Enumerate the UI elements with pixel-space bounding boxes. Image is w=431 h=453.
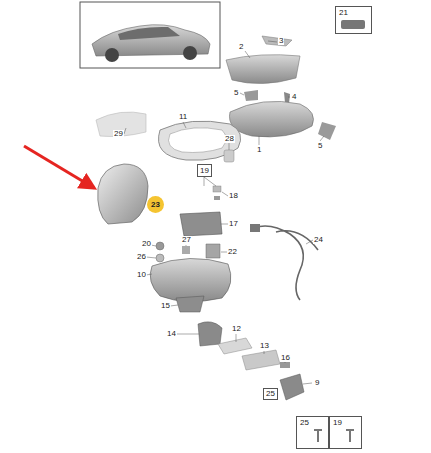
connector-plug bbox=[250, 224, 260, 232]
table-cell: 19 bbox=[329, 416, 362, 449]
washer bbox=[214, 196, 220, 200]
callout-number: 5 bbox=[317, 142, 323, 150]
small-part bbox=[182, 246, 190, 254]
small-part bbox=[156, 242, 164, 250]
bolt-icon bbox=[346, 430, 354, 442]
callout-number: 5 bbox=[233, 89, 239, 97]
car-wheel bbox=[105, 48, 119, 62]
highlight-callout: 23 bbox=[147, 196, 164, 213]
callout-number: 11 bbox=[178, 113, 188, 121]
mirror-housing bbox=[229, 101, 313, 137]
boxed-callout: 25 bbox=[263, 388, 278, 400]
triangle-cover bbox=[280, 374, 304, 400]
callout-number: 1 bbox=[256, 146, 262, 154]
mirror-base bbox=[150, 258, 231, 301]
callout-number: 23 bbox=[151, 201, 160, 209]
callout-number: 27 bbox=[181, 236, 192, 244]
callout-number: 12 bbox=[231, 325, 242, 333]
callout-number: 15 bbox=[160, 302, 171, 310]
callout-number: 24 bbox=[313, 236, 324, 244]
callout-number: 18 bbox=[228, 192, 239, 200]
callout-number: 4 bbox=[291, 93, 297, 101]
car-wheel bbox=[183, 46, 197, 60]
callout-number: 10 bbox=[136, 271, 147, 279]
callout-number: 20 bbox=[141, 240, 152, 248]
spring bbox=[213, 186, 221, 192]
callout-number: 25 bbox=[300, 419, 309, 427]
wiring-harness bbox=[254, 226, 318, 300]
leader-lines bbox=[124, 41, 324, 384]
callout-number: 25 bbox=[266, 390, 275, 398]
callout-number: 22 bbox=[227, 248, 238, 256]
callout-number: 19 bbox=[333, 419, 342, 427]
bracket bbox=[280, 362, 290, 368]
gasket bbox=[176, 296, 204, 312]
motor bbox=[206, 244, 220, 258]
clip bbox=[262, 36, 292, 46]
boxed-callout: 19 bbox=[197, 164, 212, 177]
table-cell: 25 bbox=[296, 416, 329, 449]
clip bbox=[318, 122, 336, 140]
car-windows bbox=[118, 27, 180, 40]
adjuster-motor bbox=[180, 212, 222, 236]
plate bbox=[218, 338, 252, 354]
callout-number: 3 bbox=[278, 37, 284, 45]
callout-number: 26 bbox=[136, 253, 147, 261]
indicator-lamp bbox=[224, 150, 234, 162]
clip bbox=[244, 90, 258, 101]
thumbnail-frame bbox=[80, 2, 220, 68]
callout-number: 2 bbox=[238, 43, 244, 51]
callout-number: 17 bbox=[228, 220, 239, 228]
callout-number: 14 bbox=[166, 330, 177, 338]
mirror-cap bbox=[226, 55, 300, 84]
seal bbox=[242, 350, 280, 370]
callout-number: 19 bbox=[200, 167, 209, 175]
callout-number: 29 bbox=[113, 130, 124, 138]
arm bbox=[198, 322, 222, 346]
kit-icon bbox=[341, 20, 365, 29]
callout-number: 16 bbox=[280, 354, 291, 362]
callout-number: 9 bbox=[314, 379, 320, 387]
mirror-glass bbox=[98, 164, 148, 224]
boxed-callout: 21 bbox=[335, 6, 372, 34]
callout-number: 21 bbox=[339, 9, 348, 17]
callout-number: 13 bbox=[259, 342, 270, 350]
highlight-arrow bbox=[24, 146, 94, 188]
callout-number: 28 bbox=[224, 135, 235, 143]
frame-opening bbox=[169, 128, 227, 153]
screw-icon bbox=[314, 430, 322, 442]
small-part bbox=[156, 254, 164, 262]
